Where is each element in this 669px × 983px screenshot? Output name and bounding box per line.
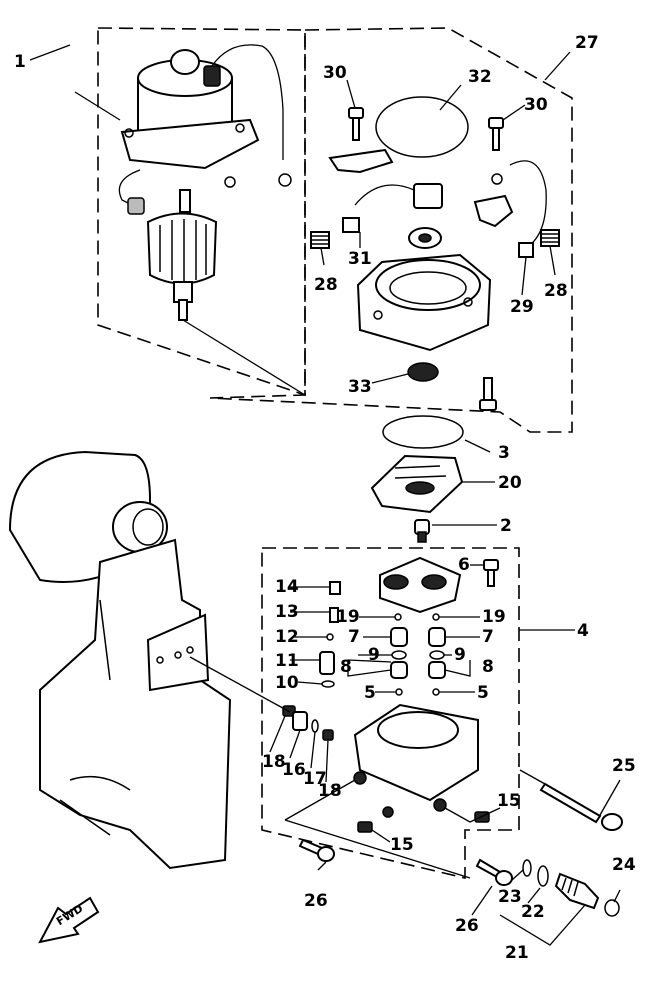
ball-5-left (395, 688, 403, 696)
screw-6 (483, 559, 499, 587)
callout-26-right: 26 (455, 916, 479, 936)
brush-holder-plate (328, 148, 394, 174)
callout-19-right: 19 (482, 607, 506, 627)
callout-30-left: 30 (323, 63, 347, 83)
callout-16: 16 (282, 760, 306, 780)
callout-8-left: 8 (340, 657, 352, 677)
callout-9-right: 9 (454, 645, 466, 665)
valve-body-4 (353, 703, 479, 818)
callout-26-left: 26 (304, 891, 328, 911)
armature (127, 189, 218, 321)
o-ring-3 (382, 415, 464, 449)
callout-25: 25 (612, 756, 636, 776)
pump-cover-group-outline (209, 27, 573, 433)
callout-9-left: 9 (368, 645, 380, 665)
o-ring-10 (321, 680, 335, 688)
bolt-25 (539, 782, 623, 831)
callout-30-right: 30 (524, 95, 548, 115)
manual-valve-21 (554, 872, 600, 910)
o-ring-9-right (429, 650, 445, 660)
o-ring-17 (311, 719, 319, 733)
tilt-cylinder-body (8, 450, 232, 870)
callout-32: 32 (468, 67, 492, 87)
callout-24: 24 (612, 855, 636, 875)
spring-7-right (428, 627, 446, 647)
o-ring-22 (537, 865, 549, 887)
callout-12: 12 (275, 627, 299, 647)
valve-plate (379, 556, 462, 614)
callout-21: 21 (505, 943, 529, 963)
callout-19-left: 19 (336, 607, 360, 627)
spring-28-left (310, 231, 330, 249)
callout-7-right: 7 (482, 627, 494, 647)
o-ring-23 (522, 859, 532, 877)
motor-housing (118, 44, 292, 206)
callout-18-left: 18 (262, 752, 286, 772)
spring-28-right (540, 229, 560, 247)
valve-8-right (428, 661, 446, 679)
o-ring-9-left (391, 650, 407, 660)
callout-23: 23 (498, 887, 522, 907)
valve-8-left (390, 661, 408, 679)
callout-20: 20 (498, 473, 522, 493)
callout-15-left: 15 (390, 835, 414, 855)
spring-7-left (390, 627, 408, 647)
callout-13: 13 (275, 602, 299, 622)
ball-5-right (432, 688, 440, 696)
ball-19-right (432, 613, 440, 621)
callout-11: 11 (275, 651, 299, 671)
callout-28-right: 28 (544, 281, 568, 301)
bearing (408, 227, 442, 249)
callout-17: 17 (303, 769, 327, 789)
callout-27: 27 (575, 33, 599, 53)
pin-13 (329, 607, 339, 623)
screw-30-right (488, 117, 504, 151)
callout-22: 22 (521, 902, 545, 922)
callout-4: 4 (577, 621, 589, 641)
ball-19-left (394, 613, 402, 621)
callout-1: 1 (14, 52, 26, 72)
seal-33 (407, 362, 439, 382)
plug-15-left (357, 821, 373, 833)
callout-29: 29 (510, 297, 534, 317)
brush-holder-29 (473, 160, 547, 258)
callout-2: 2 (500, 516, 512, 536)
ball-valve-2 (414, 519, 430, 543)
leader-lines (29, 44, 621, 946)
bolt-26-right (475, 858, 513, 886)
ball-12 (326, 633, 334, 641)
callouts: 1 27 30 32 30 31 28 29 28 33 3 20 2 6 4 … (14, 33, 636, 963)
screw-14 (329, 581, 341, 595)
callout-10: 10 (275, 673, 299, 693)
end-cover (356, 253, 492, 352)
callout-15-right: 15 (497, 791, 521, 811)
bolt-26-left (298, 838, 335, 862)
callout-5-right: 5 (477, 683, 489, 703)
cover-bolt (479, 377, 497, 411)
callout-5-left: 5 (364, 683, 376, 703)
callout-7-left: 7 (348, 627, 360, 647)
callout-28-left: 28 (314, 275, 338, 295)
sleeve-11 (319, 651, 335, 675)
callout-6: 6 (458, 555, 470, 575)
brush-holder-31 (342, 183, 443, 233)
callout-18-right: 18 (318, 781, 342, 801)
check-valve-16 (292, 711, 308, 731)
circlip-24 (604, 899, 620, 917)
o-ring-32 (375, 96, 469, 158)
callout-31: 31 (348, 249, 372, 269)
fwd-arrow-icon (38, 896, 100, 944)
callout-14: 14 (275, 577, 299, 597)
callout-33: 33 (348, 377, 372, 397)
callout-3: 3 (498, 443, 510, 463)
screw-30-left (348, 107, 364, 141)
valve-body-group-outline (261, 547, 520, 880)
callout-8-right: 8 (482, 657, 494, 677)
plug-18-right (322, 729, 334, 741)
gear-pump-20 (370, 454, 464, 514)
